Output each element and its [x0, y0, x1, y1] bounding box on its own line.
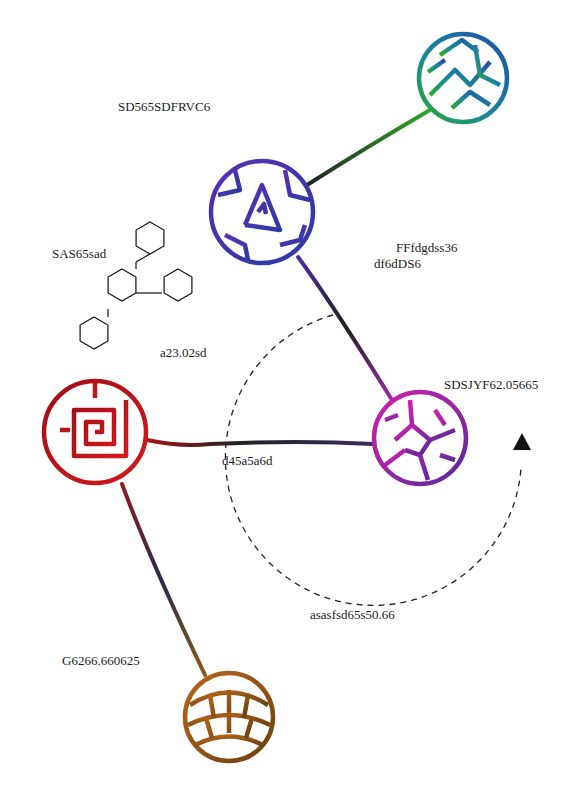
text-label: SAS65sad: [52, 246, 106, 261]
hexagon-ring: [80, 317, 108, 349]
text-label: a23.02sd: [160, 345, 207, 360]
text-label: G6266.660625: [62, 653, 140, 668]
bond-line: [136, 292, 162, 293]
text-label: SD565SDFRVC6: [118, 99, 210, 114]
text-label: SDSJYF62.05665: [444, 377, 538, 392]
bond-line: [135, 262, 136, 269]
hexagon-ring: [164, 269, 192, 301]
text-label: asasfsd65s50.66: [310, 607, 395, 622]
bond-line: [136, 254, 150, 262]
hexagon-ring: [136, 222, 164, 254]
text-label: df6dDS6: [374, 256, 421, 271]
text-label: FFfdgdss36: [396, 240, 457, 255]
bond-line: [107, 309, 108, 317]
hexagon-ring: [108, 269, 136, 301]
text-label: d45a5a6d: [222, 453, 273, 468]
